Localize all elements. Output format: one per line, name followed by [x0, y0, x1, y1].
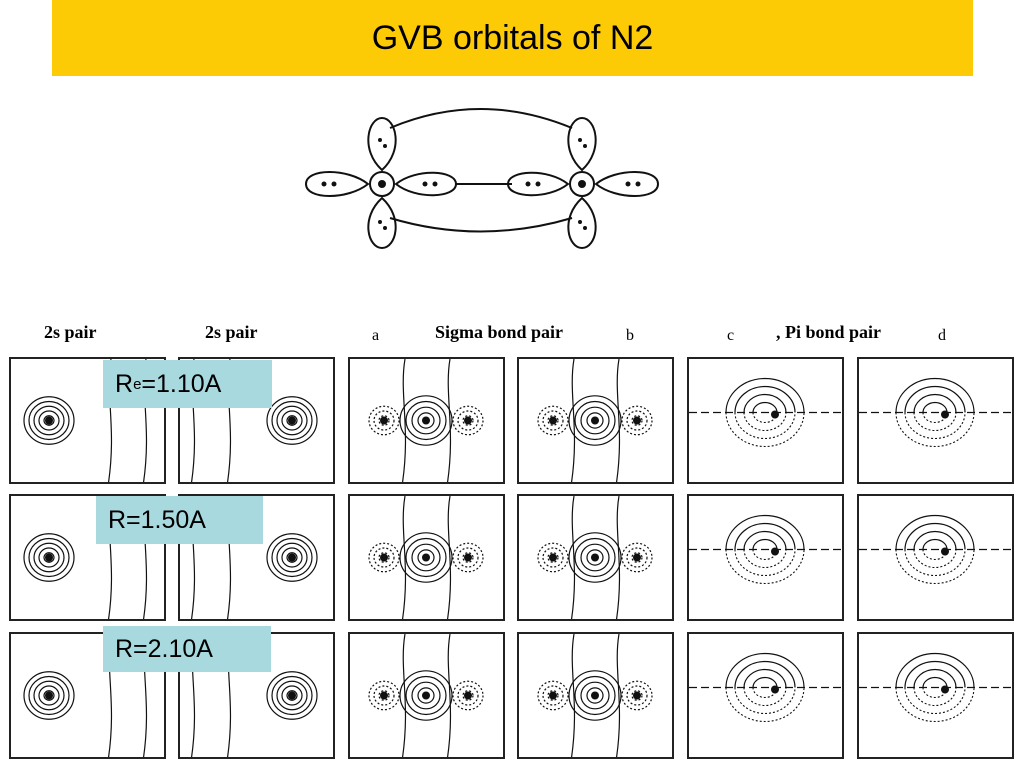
- contour-panel-r2-c4: [517, 494, 674, 621]
- slide-title: GVB orbitals of N2: [371, 18, 654, 57]
- r2-text: R=1.50A: [108, 505, 206, 534]
- column-label-2s-pair-1: 2s pair: [44, 322, 97, 342]
- contour-panel-r1-c5: [687, 357, 844, 484]
- contour-panel-r2-c3: [348, 494, 505, 621]
- title-bar: GVB orbitals of N2: [52, 0, 973, 76]
- distance-label-r3: R=2.10A: [103, 626, 271, 672]
- column-letter-c: c: [727, 327, 735, 344]
- contour-panel-r3-c6: [857, 632, 1014, 759]
- contour-panel-r1-c4: [517, 357, 674, 484]
- re-subscript: e: [133, 375, 142, 393]
- re-value: =1.10A: [141, 369, 222, 398]
- orbital-schematic-diagram: [304, 108, 660, 250]
- contour-panel-r2-c5: [687, 494, 844, 621]
- contour-panel-r3-c3: [348, 632, 505, 759]
- re-prefix: R: [115, 369, 134, 398]
- column-label-2s-pair-2: 2s pair: [205, 322, 258, 342]
- contour-panel-r1-c3: [348, 357, 505, 484]
- contour-panel-r3-c4: [517, 632, 674, 759]
- column-label-sigma: Sigma bond pair: [435, 322, 564, 342]
- column-letter-d: d: [938, 327, 946, 344]
- distance-label-r2: R=1.50A: [96, 496, 263, 544]
- contour-panel-r3-c5: [687, 632, 844, 759]
- column-letter-b: b: [626, 327, 634, 344]
- r3-text: R=2.10A: [115, 634, 213, 663]
- column-label-pi: , Pi bond pair: [776, 322, 882, 342]
- column-letter-a: a: [372, 327, 380, 344]
- contour-panel-r1-c6: [857, 357, 1014, 484]
- contour-panel-r2-c6: [857, 494, 1014, 621]
